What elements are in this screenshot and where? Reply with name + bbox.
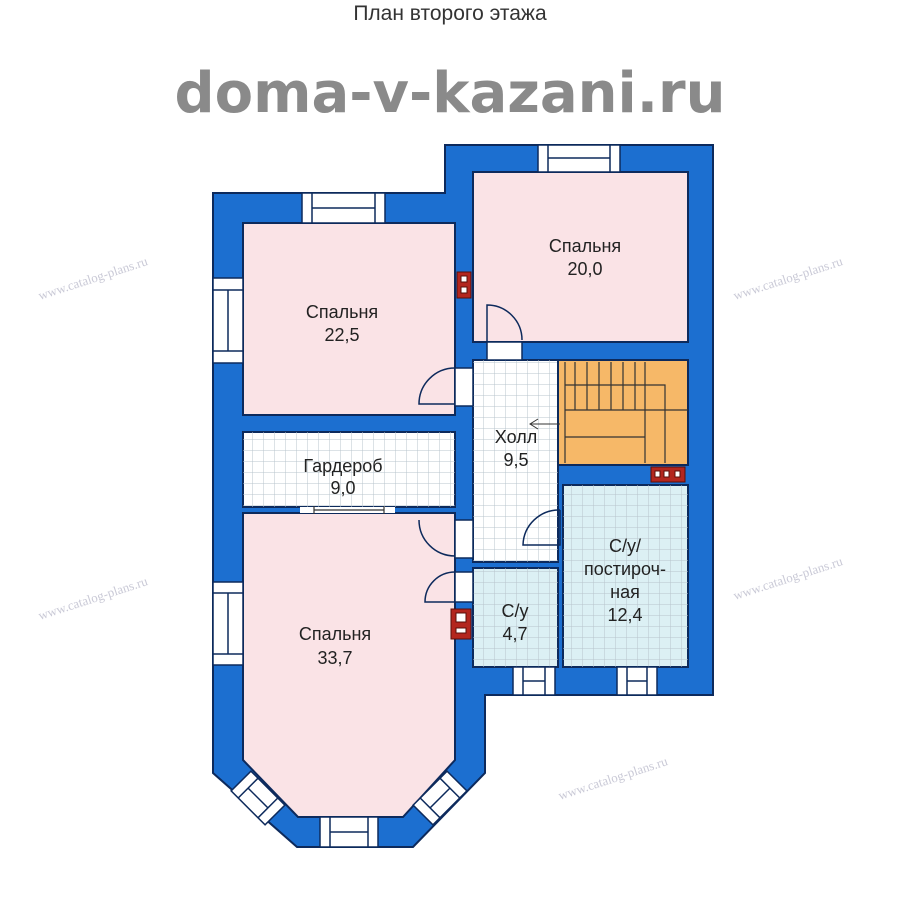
room-name: Холл bbox=[495, 427, 537, 447]
small-watermark: www.catalog-plans.ru bbox=[556, 753, 669, 803]
small-watermark: www.catalog-plans.ru bbox=[36, 253, 149, 303]
room-area: 9,0 bbox=[330, 478, 355, 498]
room-bedroom-20 bbox=[472, 171, 689, 343]
chimneys bbox=[450, 271, 686, 640]
room-name: Спальня bbox=[306, 302, 378, 322]
room-area: 20,0 bbox=[567, 259, 602, 279]
small-watermark: www.catalog-plans.ru bbox=[36, 573, 149, 623]
room-name: постироч- bbox=[584, 559, 666, 579]
room-name: Гардероб bbox=[303, 456, 382, 476]
room-area: 9,5 bbox=[503, 450, 528, 470]
room-name: ная bbox=[610, 582, 640, 602]
room-area: 4,7 bbox=[502, 624, 527, 644]
small-watermark: www.catalog-plans.ru bbox=[731, 553, 844, 603]
room-area: 33,7 bbox=[317, 648, 352, 668]
room-labels: Спальня 22,5 Спальня 20,0 Холл 9,5 Гарде… bbox=[299, 236, 666, 668]
stairs bbox=[529, 359, 689, 466]
room-name: Спальня bbox=[299, 624, 371, 644]
room-area: 22,5 bbox=[324, 325, 359, 345]
room-name: Спальня bbox=[549, 236, 621, 256]
doors bbox=[418, 304, 561, 603]
room-name: С/у bbox=[502, 601, 529, 621]
room-area: 12,4 bbox=[607, 605, 642, 625]
small-watermark: www.catalog-plans.ru bbox=[731, 253, 844, 303]
room-bedroom-22 bbox=[242, 222, 456, 416]
plan-title: План второго этажа bbox=[353, 2, 547, 25]
room-name: С/у/ bbox=[609, 536, 641, 556]
watermark: doma-v-kazani.ru bbox=[175, 61, 726, 126]
windows bbox=[212, 144, 658, 848]
room-bedroom-33 bbox=[242, 512, 456, 818]
